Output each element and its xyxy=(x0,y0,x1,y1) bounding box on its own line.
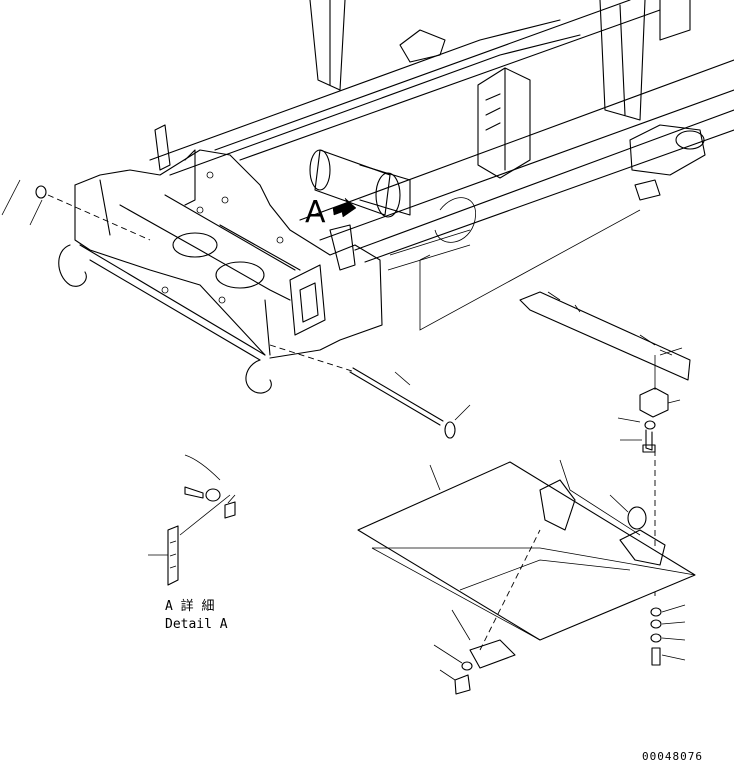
support-bar xyxy=(519,291,691,381)
main-frame xyxy=(149,0,734,271)
drawing-number: 00048076 xyxy=(642,750,703,763)
detail-label-jp: A 詳 細 xyxy=(165,598,214,614)
right-washers xyxy=(650,604,686,666)
lower-bracket xyxy=(433,529,541,695)
detail-label-en: Detail A xyxy=(165,617,228,632)
front-structure xyxy=(58,124,383,394)
under-cover xyxy=(357,459,696,641)
rod-part xyxy=(349,367,471,439)
callout-arrow xyxy=(332,197,357,218)
right-hardware-stack xyxy=(617,355,681,600)
callout-letter-a: A xyxy=(305,195,326,230)
detail-a-inset xyxy=(148,454,236,586)
cylinder-assembly xyxy=(309,149,411,271)
